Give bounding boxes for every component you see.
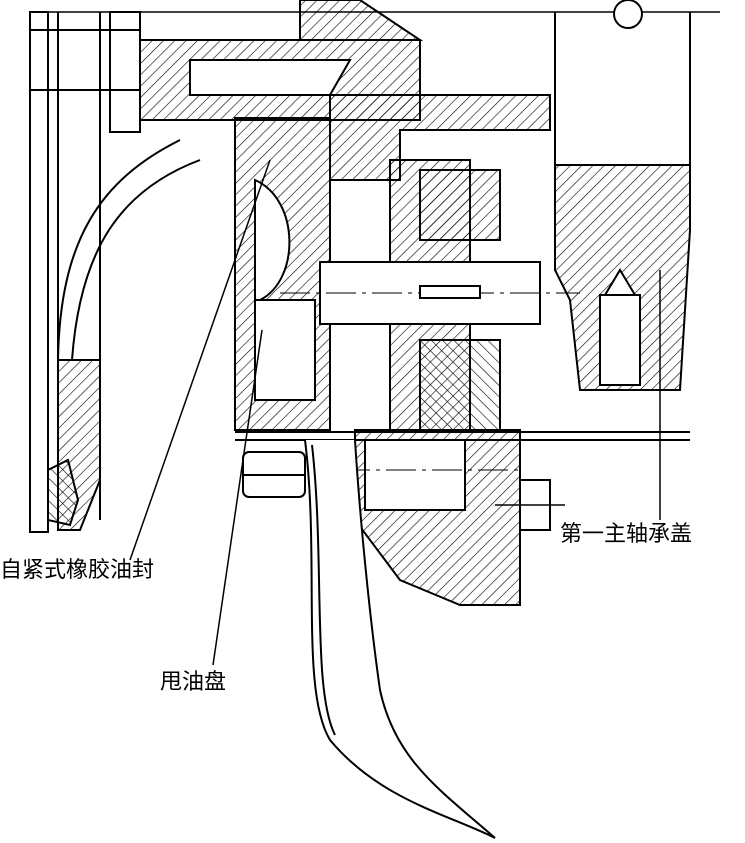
leader-oil-slinger bbox=[212, 329, 263, 666]
label-first-main-bearing-cap: 第一主轴承盖 bbox=[560, 522, 693, 547]
left-wall-outer bbox=[29, 11, 49, 533]
label-self-tightening-rubber-oil-seal: 自紧式橡胶油封 bbox=[0, 558, 155, 583]
leader-oil-seal bbox=[129, 159, 271, 561]
center-body-section bbox=[329, 94, 551, 181]
oil-slinger-blade bbox=[304, 439, 496, 839]
label-oil-slinger: 甩油盘 bbox=[160, 670, 227, 695]
